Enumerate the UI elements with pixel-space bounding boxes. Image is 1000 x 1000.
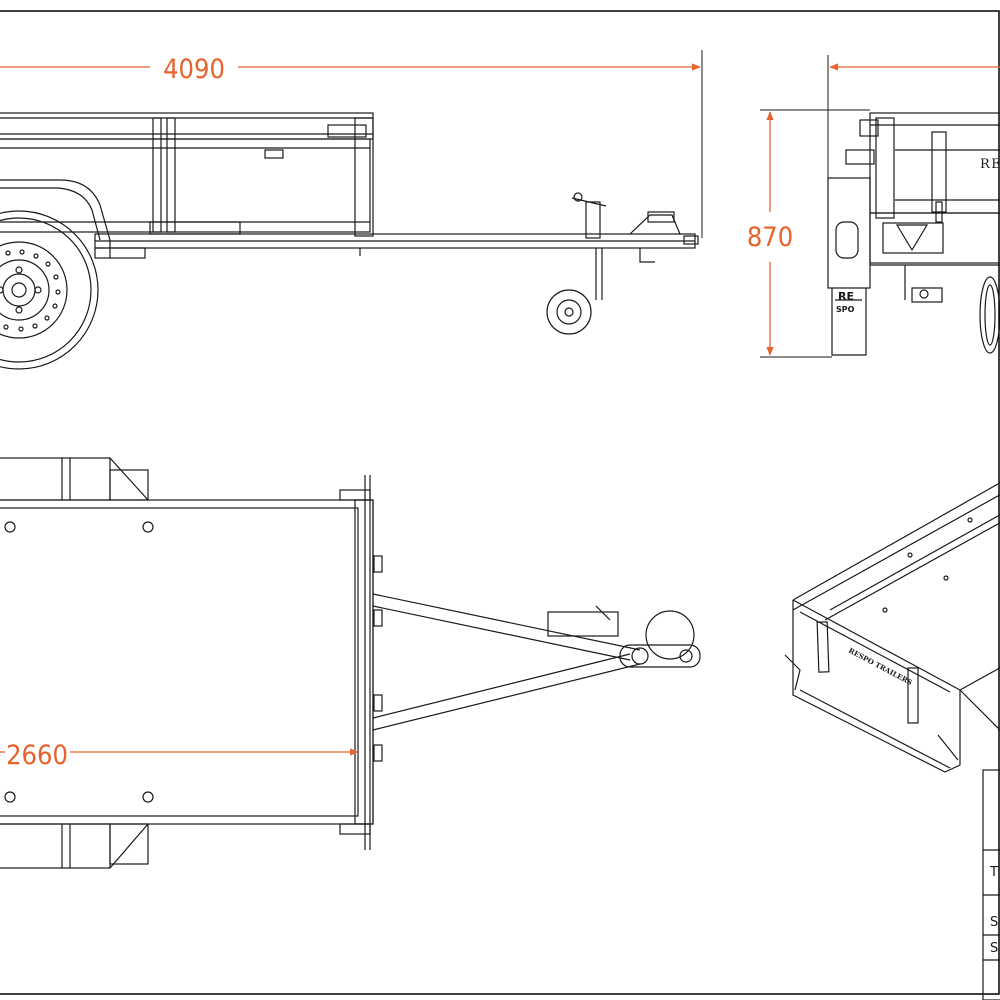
drawing-border [0,10,1000,995]
dimension-height-label: 870 [747,222,793,253]
side-brand-text: RES [980,157,1000,172]
isometric-view [784,482,1000,773]
dimension-width [827,55,1000,180]
iso-brand-text: RESPO TRAILERS [847,646,914,687]
dimension-length-label: 4090 [163,54,225,85]
top-view [0,457,701,869]
rear-logo-bottom: SPO [836,305,855,314]
title-block-row-1: T [989,865,998,880]
dimension-overall-length: 4090 [0,50,703,238]
dimension-body-length-label: 2660 [6,740,68,771]
rear-view [827,112,1000,356]
rear-view-text: RES RE SPO [836,157,1000,314]
side-view [0,112,699,370]
rear-logo-top: RE [838,290,854,303]
title-block-row-2: S [990,915,998,930]
title-block-row-3: S [990,941,998,956]
title-block [982,769,1000,1000]
dimension-height: 870 [747,109,870,358]
dimension-body-length: 2660 [0,740,359,771]
